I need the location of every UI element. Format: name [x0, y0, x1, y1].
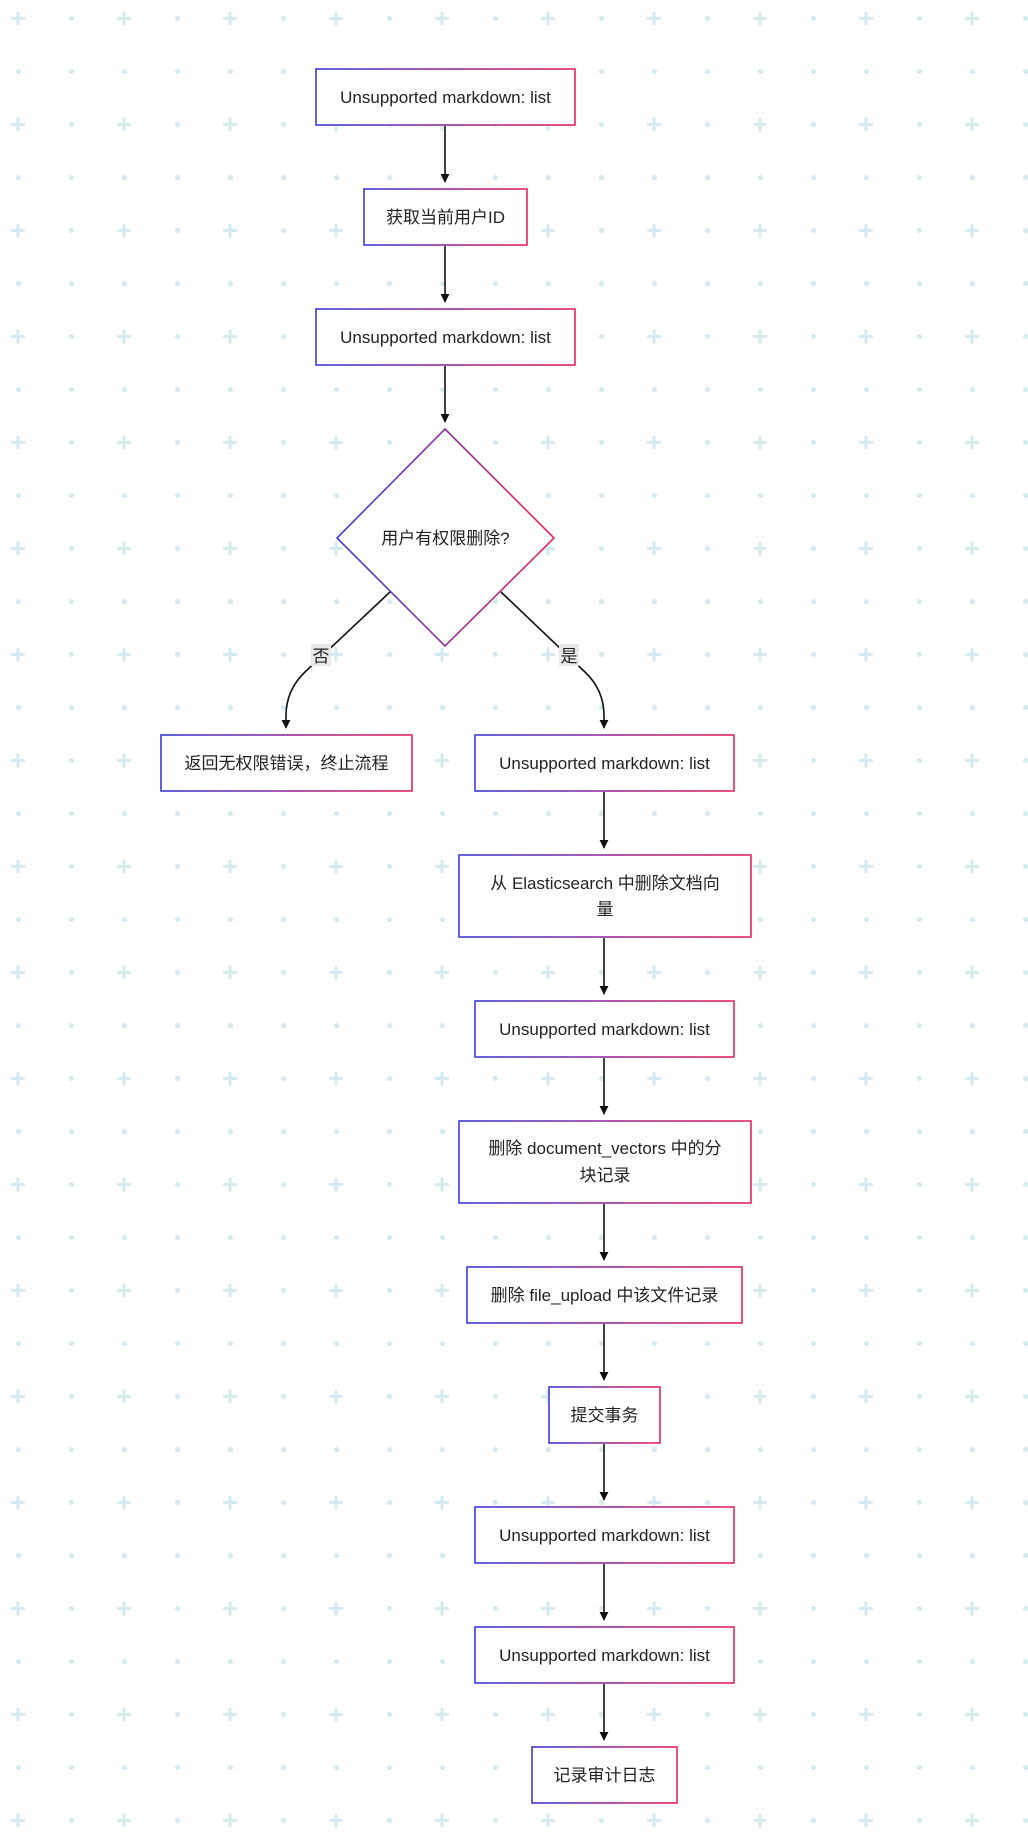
- svg-text:从 Elasticsearch 中删除文档向: 从 Elasticsearch 中删除文档向: [490, 874, 720, 893]
- svg-text:否: 否: [313, 647, 330, 666]
- node-return-no-permission-error: 返回无权限错误，终止流程: [160, 734, 413, 792]
- node-list-6: Unsupported markdown: list: [474, 1626, 735, 1684]
- node-delete-chunk-records: 删除 document_vectors 中的分 块记录: [458, 1120, 752, 1204]
- edge-n4-n5: [281, 591, 391, 729]
- node-list-4: Unsupported markdown: list: [474, 1000, 735, 1058]
- svg-text:记录审计日志: 记录审计日志: [554, 1766, 656, 1785]
- node-delete-file-upload-record: 删除 file_upload 中该文件记录: [466, 1266, 743, 1324]
- edges: 否 是: [281, 126, 609, 1741]
- svg-text:用户有权限删除?: 用户有权限删除?: [381, 529, 509, 548]
- node-list-3: Unsupported markdown: list: [474, 734, 735, 792]
- node-delete-es-vectors: 从 Elasticsearch 中删除文档向 量: [458, 854, 752, 938]
- node-get-current-user-id: 获取当前用户ID: [363, 188, 528, 246]
- svg-text:Unsupported markdown: list: Unsupported markdown: list: [499, 1646, 710, 1665]
- svg-text:提交事务: 提交事务: [571, 1406, 639, 1425]
- edge-label-yes: 是: [559, 644, 579, 666]
- svg-text:删除 document_vectors 中的分: 删除 document_vectors 中的分: [488, 1139, 721, 1158]
- svg-text:Unsupported markdown: list: Unsupported markdown: list: [340, 328, 551, 347]
- svg-text:Unsupported markdown: list: Unsupported markdown: list: [340, 88, 551, 107]
- node-record-audit-log: 记录审计日志: [531, 1746, 678, 1804]
- node-commit-transaction: 提交事务: [548, 1386, 661, 1444]
- node-list-2: Unsupported markdown: list: [315, 308, 576, 366]
- svg-text:Unsupported markdown: list: Unsupported markdown: list: [499, 1020, 710, 1039]
- svg-text:是: 是: [561, 647, 578, 666]
- nodes: Unsupported markdown: list 获取当前用户ID Unsu…: [160, 68, 752, 1804]
- node-list-1: Unsupported markdown: list: [315, 68, 576, 126]
- svg-text:Unsupported markdown: list: Unsupported markdown: list: [499, 754, 710, 773]
- decision-has-delete-permission: 用户有权限删除?: [335, 427, 556, 648]
- edge-label-no: 否: [311, 644, 331, 666]
- node-list-5: Unsupported markdown: list: [474, 1506, 735, 1564]
- svg-text:Unsupported markdown: list: Unsupported markdown: list: [499, 1526, 710, 1545]
- svg-text:删除 file_upload 中该文件记录: 删除 file_upload 中该文件记录: [491, 1286, 719, 1305]
- edge-n4-n6: [500, 591, 609, 729]
- svg-text:返回无权限错误，终止流程: 返回无权限错误，终止流程: [185, 754, 389, 773]
- svg-text:量: 量: [597, 900, 614, 919]
- svg-text:获取当前用户ID: 获取当前用户ID: [386, 208, 505, 227]
- svg-text:块记录: 块记录: [580, 1166, 631, 1185]
